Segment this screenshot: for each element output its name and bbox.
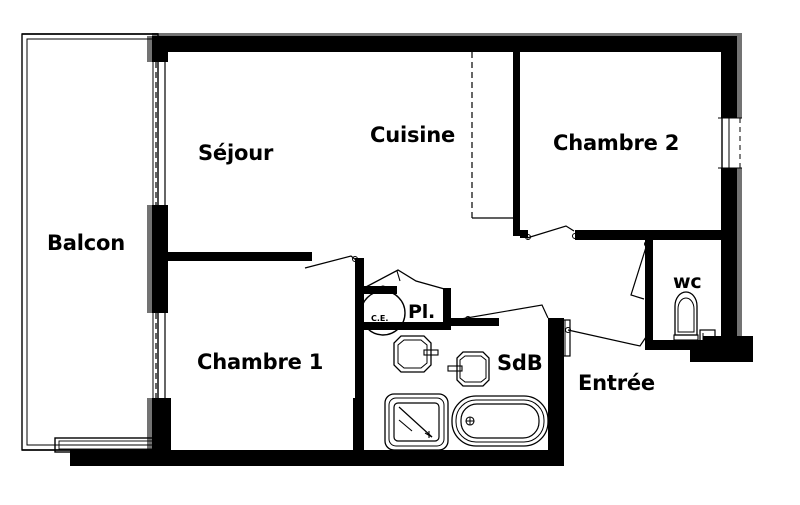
placard-outline — [363, 269, 449, 330]
door-swings — [304, 225, 650, 357]
room-label-chambre-1: Chambre 1 — [197, 350, 324, 374]
room-label-sejour: Séjour — [198, 141, 274, 165]
toilet-icon — [673, 291, 716, 343]
room-label-sdb: SdB — [497, 351, 543, 375]
room-label-entree: Entrée — [578, 371, 655, 395]
label-water-heater: C.E. — [371, 314, 389, 323]
sink-sdb-icon — [447, 351, 490, 387]
interior-walls — [166, 52, 723, 458]
room-label-chambre-2: Chambre 2 — [553, 131, 680, 155]
window-openings — [155, 62, 742, 398]
room-label-cuisine: Cuisine — [370, 123, 456, 147]
room-label-placard: Pl. — [408, 301, 436, 323]
shower-icon — [384, 393, 449, 451]
room-label-wc: wc — [673, 271, 702, 293]
bathtub-icon — [451, 395, 549, 447]
water-heater-icon — [360, 290, 406, 336]
sink-placard-icon — [393, 335, 439, 373]
room-label-balcon: Balcon — [47, 231, 126, 255]
